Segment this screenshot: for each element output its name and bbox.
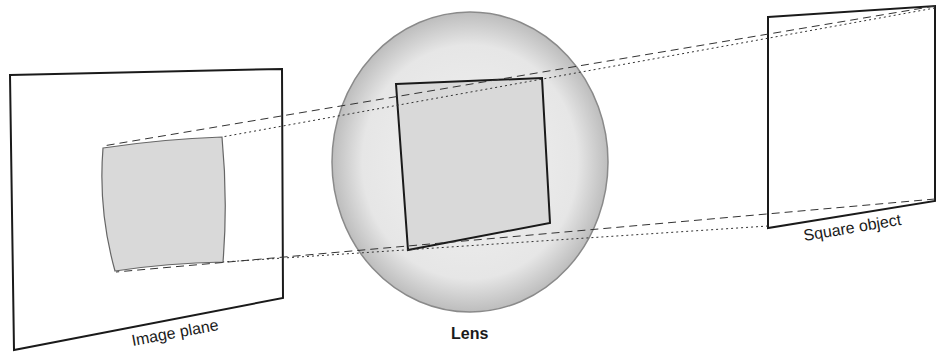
lens-label: Lens (451, 326, 488, 342)
projection-rays (103, 6, 935, 272)
ray-dotted (222, 8, 935, 137)
ray-dashed (116, 199, 935, 272)
lens-disc (332, 12, 608, 312)
ray-dashed (103, 6, 935, 146)
distorted-image (102, 137, 225, 271)
image-plane (10, 69, 283, 350)
square-object (768, 6, 935, 228)
ray-dotted (223, 226, 768, 262)
lens-square (396, 78, 550, 250)
